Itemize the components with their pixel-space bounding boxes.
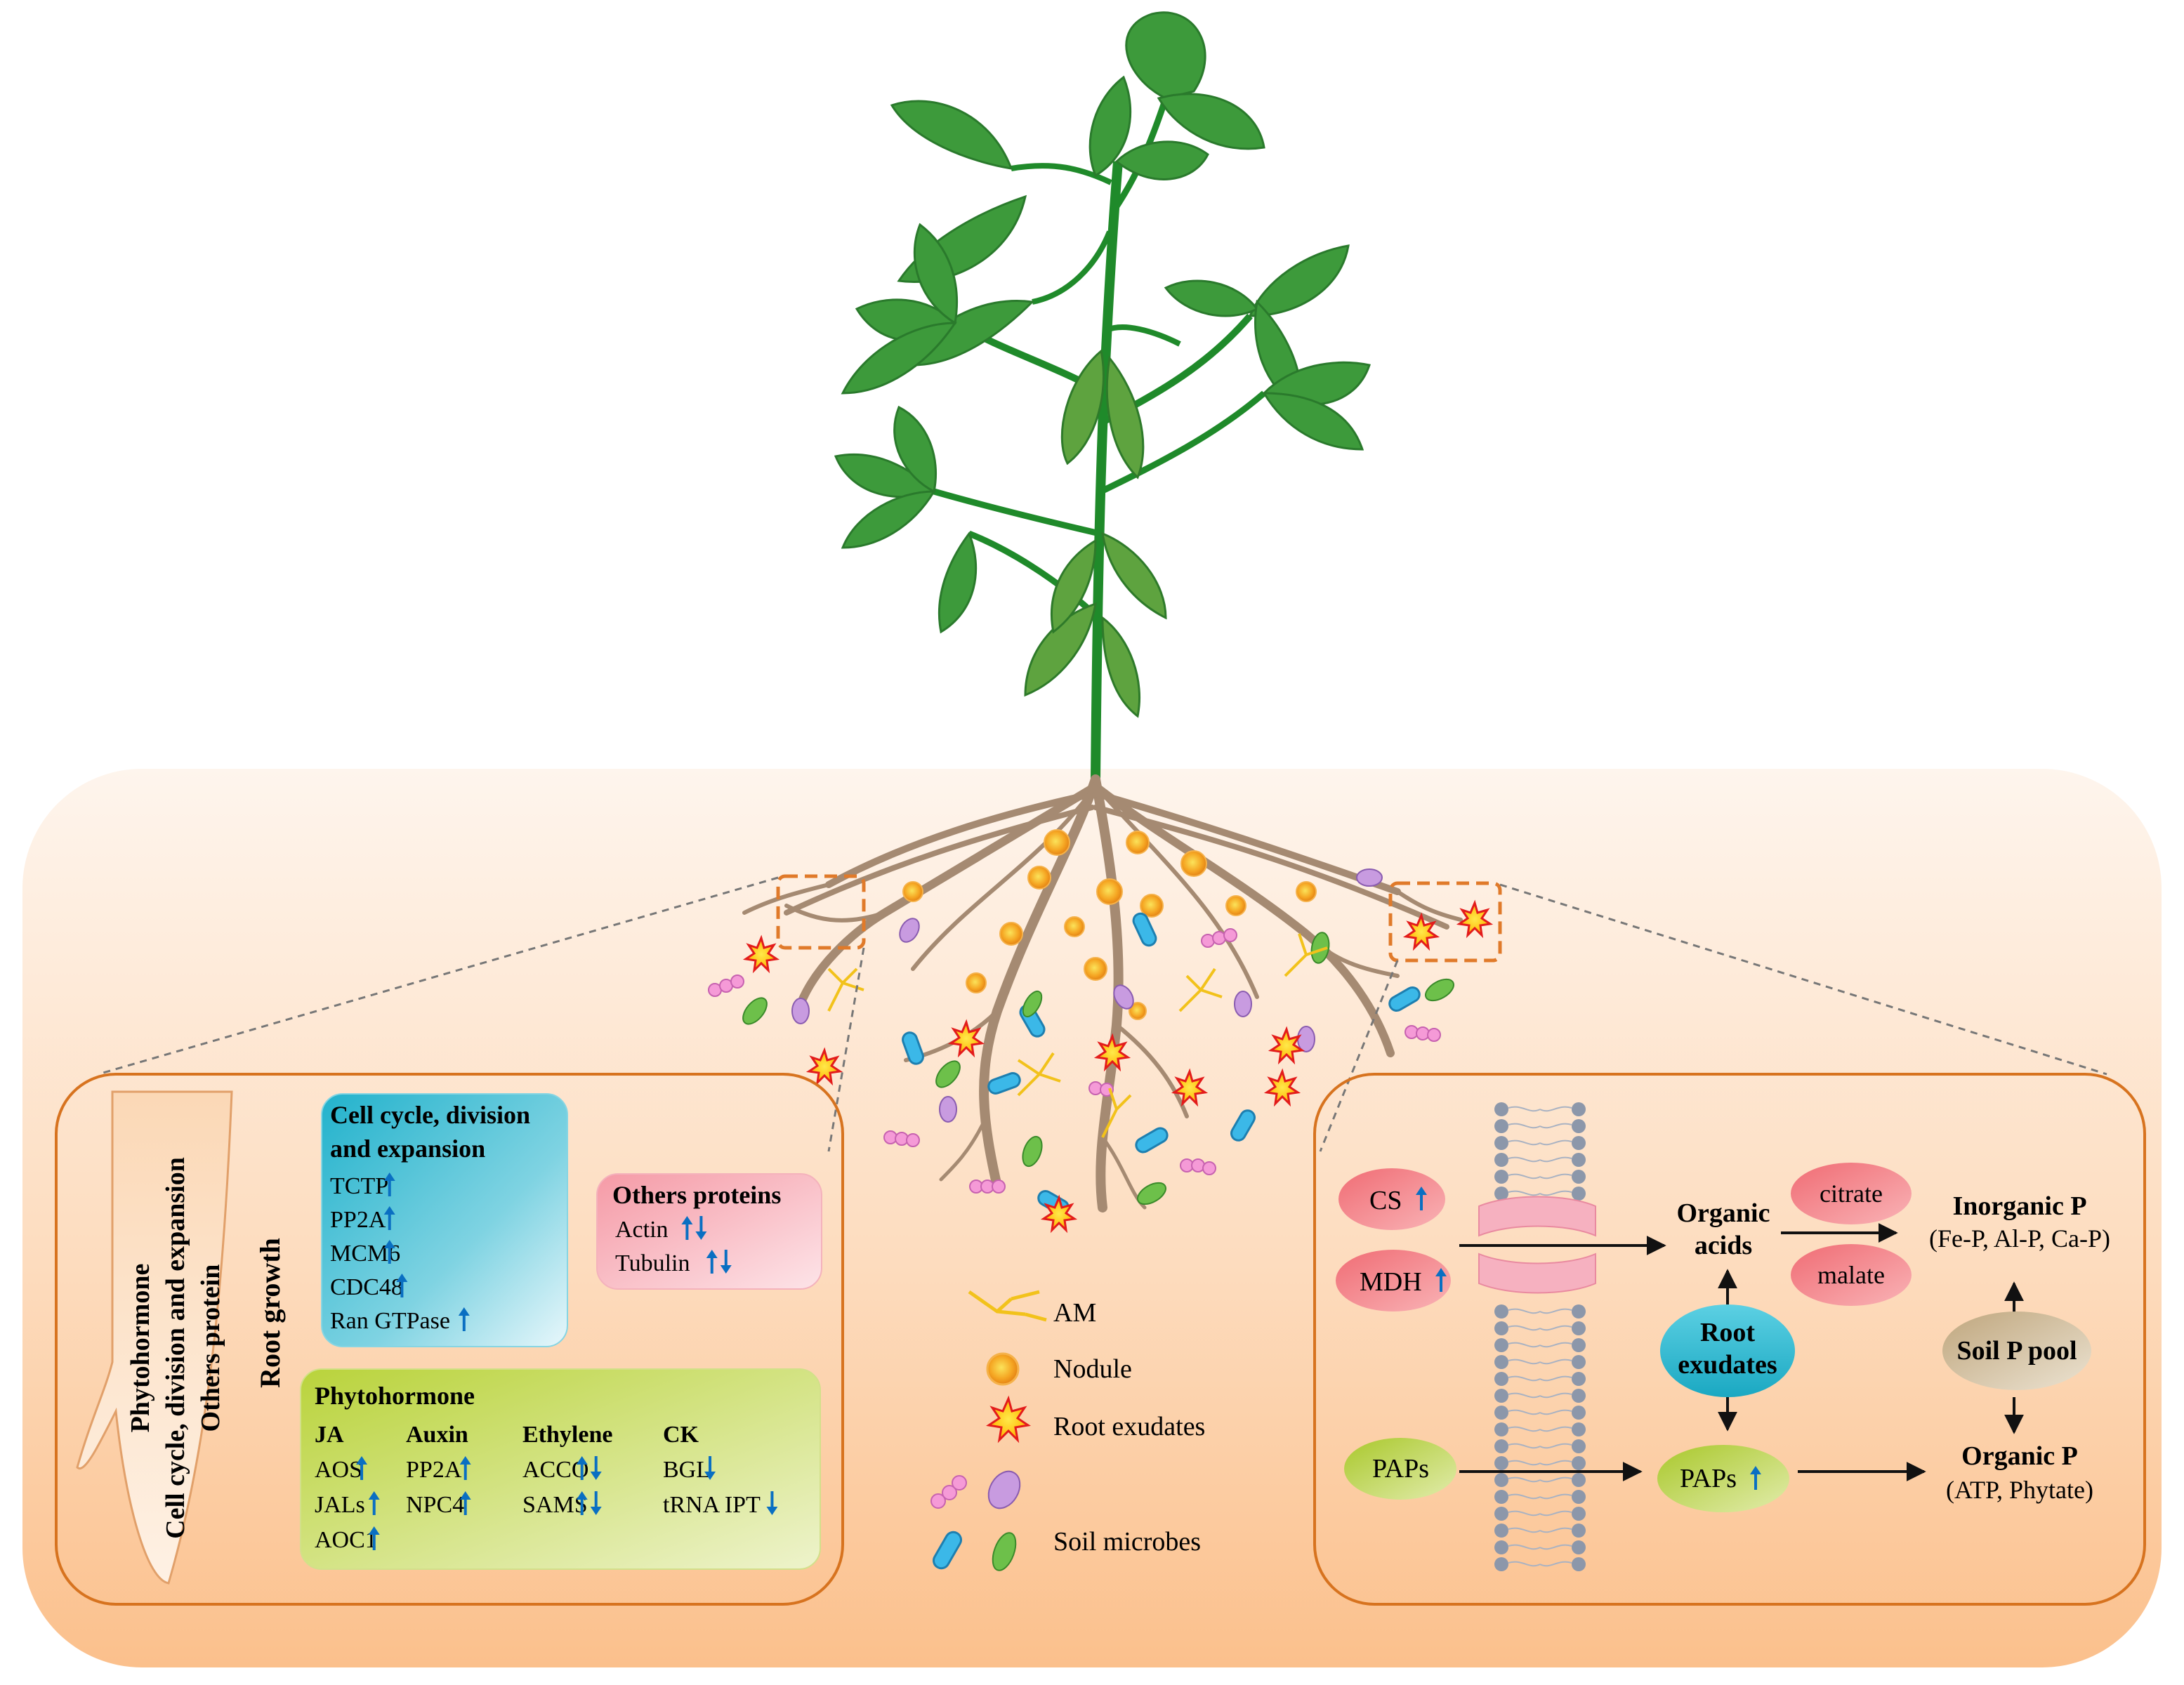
phytohormone-item-1-2-up-arrow [368, 1491, 380, 1515]
phytohormone-item-4-1: BGL [663, 1457, 711, 1483]
root-exudates-label-1: Root [1700, 1318, 1755, 1347]
citrate-label: citrate [1820, 1180, 1883, 1208]
root-exudates-ellipse [1660, 1304, 1795, 1397]
zoom-guide-lines [98, 876, 2107, 1152]
paps-left-ellipse [1344, 1438, 1456, 1500]
others-proteins-item-2-up-arrow [706, 1250, 718, 1274]
vertical-label-others-protein: Others protein [196, 1264, 225, 1432]
vertical-label-cell-cycle: Cell cycle, division and expansion [161, 1157, 190, 1539]
cell-cycle-item-4: CDC48 [330, 1274, 403, 1300]
phytohormone-group-4: CK [663, 1422, 699, 1448]
phytohormone-item-4-2-down-arrow [766, 1491, 778, 1515]
zoom-indicators [776, 874, 1502, 963]
cell-cycle-item-1: TCTP [330, 1173, 388, 1199]
legend-microbes-icon [930, 1470, 1021, 1571]
paps-left-label: PAPs [1372, 1454, 1429, 1484]
legend-microbes-label: Soil microbes [1053, 1527, 1201, 1557]
others-proteins-item-1-up-arrow [681, 1216, 693, 1240]
phytohormone-item-3-2: SAMS [522, 1492, 588, 1518]
others-proteins-item-2: Tubulin [615, 1250, 690, 1276]
cell-cycle-item-1-up-arrow [383, 1172, 395, 1196]
phytohormone-item-2-1-up-arrow [459, 1456, 471, 1480]
phytohormone-item-2-2: NPC4 [406, 1492, 464, 1518]
inorganic-p-sub: (Fe-P, Al-P, Ca-P) [1929, 1224, 2110, 1253]
organic-acids-label-1: Organic [1677, 1198, 1770, 1228]
organic-acids-label-2: acids [1695, 1231, 1752, 1260]
others-proteins-item-1: Actin [615, 1217, 669, 1243]
phytohormone-item-4-1-down-arrow [704, 1456, 716, 1480]
phytohormone-group-3: Ethylene [522, 1422, 612, 1448]
legend-am-icon [968, 1290, 1047, 1322]
root-exudates-label-2: exudates [1678, 1350, 1777, 1380]
left-panel: Phytohormone Cell cycle, division and ex… [55, 1073, 844, 1606]
cell-cycle-item-2: PP2A [330, 1207, 386, 1233]
organic-p-sub: (ATP, Phytate) [1946, 1476, 2093, 1504]
phytohormone-item-3-2-up-arrow [576, 1491, 588, 1515]
legend-exudates-icon [986, 1395, 1031, 1443]
root-nodules [902, 829, 1317, 1020]
cell-cycle-item-5-up-arrow [458, 1307, 470, 1331]
paps-right-ellipse [1657, 1445, 1789, 1512]
citrate-ellipse [1791, 1163, 1912, 1224]
cell-cycle-item-2-up-arrow [383, 1206, 395, 1230]
others-proteins-item-1-down-arrow [695, 1216, 707, 1240]
right-panel: CS MDH PAPs Organic acids citrate malate… [1313, 1073, 2146, 1606]
phytohormone-item-3-2-down-arrow [590, 1491, 602, 1515]
plant-shoot [834, 11, 1371, 780]
vertical-label-phytohormone: Phytohormone [126, 1264, 155, 1433]
root-tip-illustration [76, 1090, 233, 1585]
phytohormone-item-1-3-up-arrow [368, 1526, 380, 1550]
phytohormone-title: Phytohormone [315, 1382, 475, 1410]
others-proteins-item-2-down-arrow [720, 1250, 732, 1274]
others-proteins-title: Others proteins [612, 1181, 781, 1209]
phytohormone-item-1-1: AOS [315, 1457, 362, 1483]
legend-am-label: AM [1053, 1298, 1096, 1328]
cs-ellipse [1338, 1168, 1445, 1230]
root-growth-label: Root growth [254, 1238, 286, 1388]
soil-organisms [708, 868, 1494, 1234]
membrane-channel [1478, 1196, 1596, 1294]
phytohormone-item-2-2-up-arrow [459, 1491, 471, 1515]
legend-exudates-label: Root exudates [1053, 1412, 1205, 1441]
cs-up-arrow-mark [1416, 1187, 1427, 1210]
cell-cycle-item-3-up-arrow [383, 1240, 395, 1264]
phytohormone-item-3-1-up-arrow [576, 1456, 588, 1480]
malate-label: malate [1817, 1261, 1885, 1289]
phytohormone-item-3-1: ACCO [522, 1457, 588, 1483]
phytohormone-item-4-2: tRNA IPT [663, 1492, 761, 1518]
legend: AM Nodule Root exudates Soil microbes [930, 1290, 1205, 1571]
legend-nodule-icon [986, 1352, 1020, 1386]
mdh-label: MDH [1360, 1267, 1422, 1297]
phytohormone-item-2-1: PP2A [406, 1457, 462, 1483]
paps-right-up-arrow-mark [1750, 1466, 1761, 1490]
cell-cycle-item-5: Ran GTPase [330, 1308, 450, 1334]
others-proteins-box [596, 1173, 822, 1290]
soil-p-pool-label: Soil P pool [1956, 1336, 2077, 1366]
cell-membrane [1494, 1102, 1586, 1571]
organic-p-label: Organic P [1961, 1441, 2078, 1471]
phytohormone-item-1-2: JALs [315, 1492, 365, 1518]
soil-p-pool-ellipse [1942, 1311, 2091, 1390]
phytohormone-group-1: JA [315, 1422, 344, 1448]
legend-nodule-label: Nodule [1053, 1354, 1132, 1384]
cell-cycle-item-4-up-arrow [396, 1274, 408, 1297]
malate-ellipse [1791, 1244, 1912, 1306]
inorganic-p-label: Inorganic P [1952, 1191, 2086, 1221]
phytohormone-item-3-1-down-arrow [590, 1456, 602, 1480]
phytohormone-box [300, 1368, 821, 1570]
phytohormone-group-2: Auxin [406, 1422, 468, 1448]
phytohormone-item-1-1-up-arrow [356, 1456, 368, 1480]
cs-label: CS [1369, 1186, 1402, 1215]
cell-cycle-title-1: Cell cycle, division [330, 1101, 530, 1129]
phytohormone-item-1-3: AOC1 [315, 1527, 377, 1553]
cell-cycle-box [321, 1093, 568, 1347]
cell-cycle-title-2: and expansion [330, 1135, 485, 1163]
paps-right-label: PAPs [1680, 1464, 1737, 1493]
mdh-ellipse [1336, 1250, 1451, 1311]
mdh-up-arrow-mark [1435, 1268, 1447, 1292]
